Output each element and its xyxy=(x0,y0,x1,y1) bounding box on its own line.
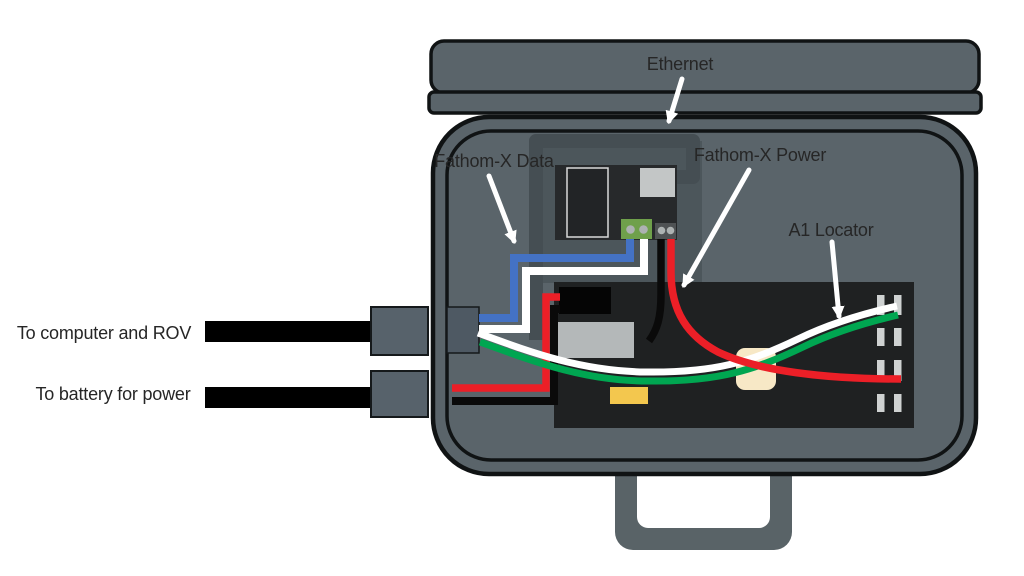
external-connections xyxy=(205,306,480,418)
a1-gray-component xyxy=(554,322,634,358)
label-a1-locator: A1 Locator xyxy=(788,220,873,240)
wire-battery-red xyxy=(452,293,560,392)
pin xyxy=(894,394,902,412)
wire-data-white xyxy=(479,239,648,333)
label-ethernet: Ethernet xyxy=(647,54,714,74)
wire-tether-green xyxy=(478,311,899,385)
label-to-computer: To computer and ROV xyxy=(17,323,191,343)
fathom-x-board xyxy=(555,165,677,240)
bulkhead-connector-battery xyxy=(370,370,429,418)
lid-band xyxy=(427,90,983,115)
ethernet-port xyxy=(640,168,675,197)
a1-pin-header xyxy=(877,295,902,412)
wire-tether-white xyxy=(476,302,898,376)
label-to-battery: To battery for power xyxy=(35,384,190,404)
power-terminal-pin xyxy=(657,226,666,235)
pin xyxy=(894,295,902,315)
pin xyxy=(877,360,885,381)
case-inner-wall xyxy=(445,129,964,462)
diagram-labels: Ethernet Fathom-X Data Fathom-X Power A1… xyxy=(17,54,874,404)
pin xyxy=(877,295,885,315)
fathom-x-power-arrow xyxy=(681,167,752,288)
a1-locator-arrow xyxy=(829,239,845,320)
pin xyxy=(877,328,885,346)
power-terminal-pin xyxy=(666,226,675,235)
a1-yellow-component xyxy=(610,387,648,404)
fathom-x-module-outline xyxy=(566,167,609,238)
pin xyxy=(894,328,902,346)
label-fathom-x-power: Fathom-X Power xyxy=(694,145,826,165)
a1-power-block xyxy=(559,287,611,314)
bulkhead-connector-computer xyxy=(370,306,429,356)
data-terminal-pin xyxy=(639,225,648,234)
data-terminal-block xyxy=(621,219,652,239)
ethernet-cable xyxy=(529,134,700,340)
ethernet-arrow xyxy=(665,76,685,125)
inner-connector-block xyxy=(446,306,480,354)
pin xyxy=(877,394,885,412)
wire-fathom-power-black xyxy=(645,239,665,344)
case-lid xyxy=(427,39,983,115)
label-fathom-x-data: Fathom-X Data xyxy=(434,151,555,171)
pin xyxy=(894,360,902,381)
cable-to-computer xyxy=(205,321,373,342)
wire-data-blue xyxy=(479,239,634,322)
callout-arrows xyxy=(486,76,845,320)
data-terminal-pin xyxy=(626,225,635,234)
cable-to-battery xyxy=(205,387,373,408)
wire-fathom-power-red xyxy=(667,239,902,383)
fathom-x-data-arrow xyxy=(486,173,517,245)
